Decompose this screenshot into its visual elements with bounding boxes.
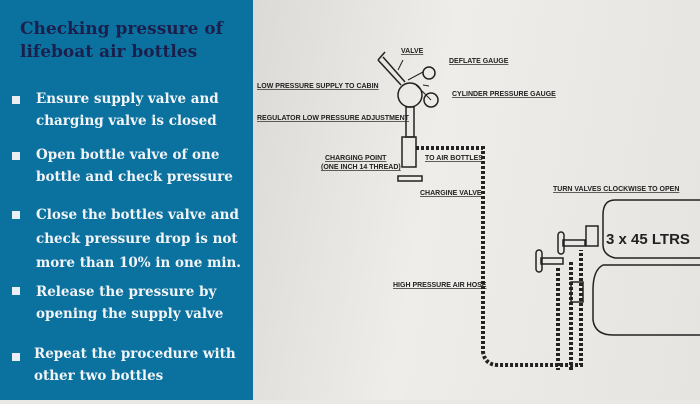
bullet-icon: [12, 152, 20, 160]
deflate-gauge-icon: [422, 66, 436, 80]
air-bottle-diagram: VALVE DEFLATE GAUGE LOW PRESSURE SUPPLY …: [257, 48, 700, 370]
bottle-2: [592, 264, 700, 336]
label-to-air-bottles: TO AIR BOTTLES: [425, 155, 483, 162]
label-charging-point-note: (ONE INCH 14 THREAD): [321, 164, 401, 171]
regulator-icon: [397, 82, 423, 108]
bullet-icon: [12, 211, 20, 219]
bullet-icon: [12, 96, 20, 104]
label-low-pressure-supply: LOW PRESSURE SUPPLY TO CABIN: [257, 83, 379, 90]
label-deflate-gauge: DEFLATE GAUGE: [449, 58, 509, 65]
bottle-1: [602, 199, 700, 259]
text-panel: Checking pressure of lifeboat air bottle…: [0, 0, 253, 400]
supply-valve-icon: [377, 51, 406, 86]
bullet-icon: [12, 287, 20, 295]
page-title: Checking pressure of lifeboat air bottle…: [20, 19, 223, 62]
cylinder-gauge-icon: [423, 92, 439, 108]
label-bottles: 3 x 45 LTRS: [606, 231, 690, 248]
diagram-photo: VALVE DEFLATE GAUGE LOW PRESSURE SUPPLY …: [253, 0, 700, 400]
bullet-icon: [12, 353, 20, 361]
label-charging-point: CHARGING POINT: [325, 155, 387, 162]
label-charging-valve: CHARGINE VALVE: [420, 190, 482, 197]
label-turn-valves: TURN VALVES CLOCKWISE TO OPEN: [553, 186, 679, 193]
label-regulator: REGULATOR LOW PRESSURE ADJUSTMENT: [257, 115, 410, 122]
label-valve: VALVE: [401, 48, 424, 55]
label-cylinder-gauge: CYLINDER PRESSURE GAUGE: [452, 91, 556, 98]
label-hose: HIGH PRESSURE AIR HOSE: [393, 282, 487, 289]
air-hose: [416, 146, 583, 367]
